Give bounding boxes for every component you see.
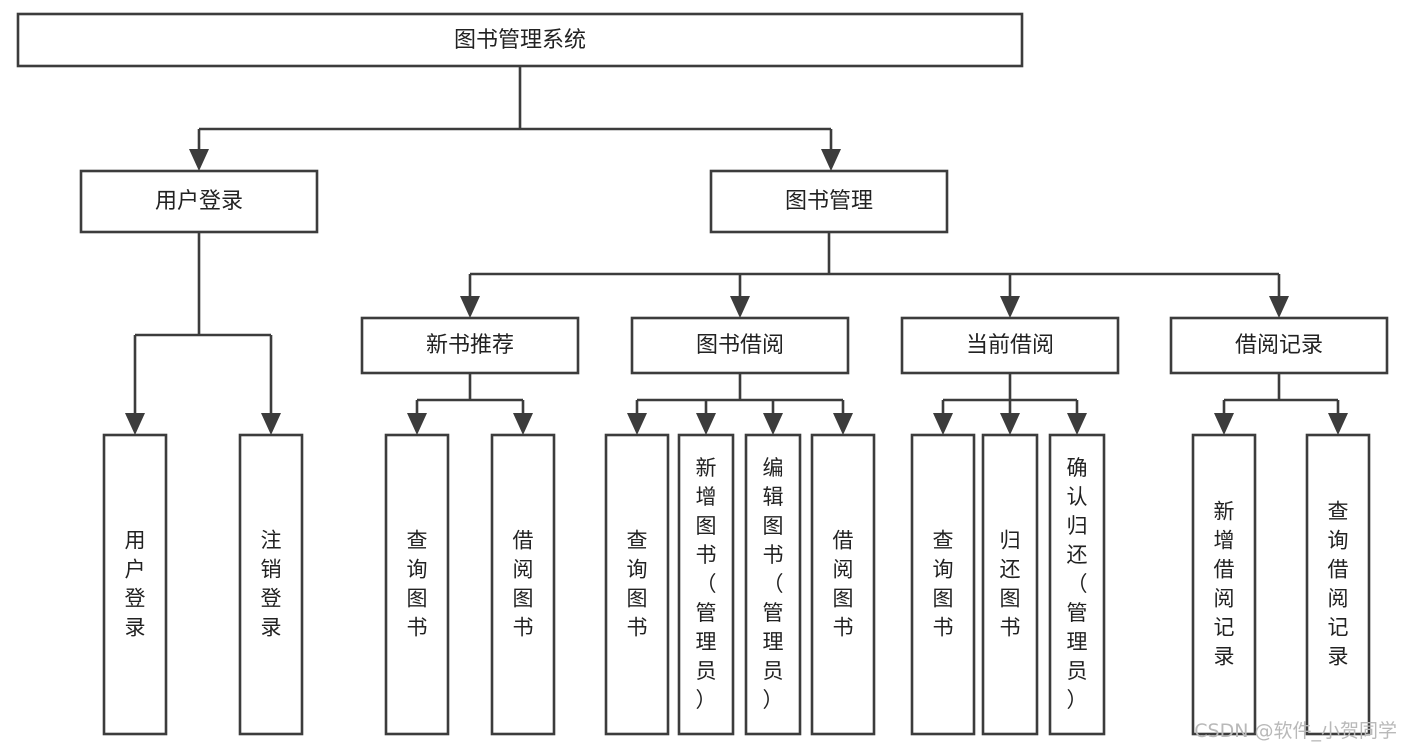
leaf-borrow-book-1-box[interactable] <box>490 433 556 736</box>
arrow-nbr-leaf-2 <box>513 413 533 435</box>
arrow-nbr-leaf-1 <box>407 413 427 435</box>
node-new-book-recommend-box[interactable] <box>360 316 580 375</box>
node-root-label: 图书管理系统 <box>454 28 586 53</box>
leaf-edit-book[interactable]: 编辑图书（管理员） <box>744 433 802 736</box>
leaf-add-book-box[interactable] <box>677 433 735 736</box>
node-book-management-label: 图书管理 <box>785 189 873 214</box>
leaf-query-book-3[interactable]: 查询图书 <box>910 433 976 736</box>
leaf-user-login-box[interactable] <box>102 433 168 736</box>
arrow-bb-leaf-1 <box>627 413 647 435</box>
leaf-return-book[interactable]: 归还图书 <box>981 433 1039 736</box>
leaf-borrow-book-1[interactable]: 借阅图书 <box>490 433 556 736</box>
node-book-borrow-label: 图书借阅 <box>696 333 784 358</box>
leaf-return-book-box[interactable] <box>981 433 1039 736</box>
arrow-user-login-leaf-2 <box>261 413 281 435</box>
arrow-user-login-leaf-1 <box>125 413 145 435</box>
node-current-borrow[interactable]: 当前借阅 <box>900 316 1120 375</box>
arrow-root-to-book-management <box>821 149 841 171</box>
leaf-borrow-book-1-label: 借阅图书 <box>513 529 534 640</box>
leaf-query-book-2-box[interactable] <box>604 433 670 736</box>
leaf-query-record[interactable]: 查询借阅记录 <box>1305 433 1371 736</box>
node-book-management[interactable]: 图书管理 <box>709 169 949 234</box>
arrow-bm-to-new-book-recommend <box>460 296 480 318</box>
leaf-logout-login-box[interactable] <box>238 433 304 736</box>
csdn-watermark: CSDN @软件_小贺同学 <box>1194 720 1397 742</box>
leaf-add-record[interactable]: 新增借阅记录 <box>1191 433 1257 736</box>
leaf-edit-book-label: 编辑图书（管理员） <box>763 456 784 712</box>
node-borrow-record[interactable]: 借阅记录 <box>1169 316 1389 375</box>
leaf-query-book-1[interactable]: 查询图书 <box>384 433 450 736</box>
leaf-user-login[interactable]: 用户登录 <box>102 433 168 736</box>
leaf-add-record-label: 新增借阅记录 <box>1214 500 1235 669</box>
leaf-confirm-return-label: 确认归还（管理员） <box>1067 456 1088 712</box>
leaf-query-record-label: 查询借阅记录 <box>1328 500 1349 669</box>
node-user-login-label: 用户登录 <box>155 189 243 214</box>
leaf-query-book-2[interactable]: 查询图书 <box>604 433 670 736</box>
node-current-borrow-label: 当前借阅 <box>966 333 1054 358</box>
arrow-cb-leaf-1 <box>933 413 953 435</box>
arrow-bm-to-current-borrow <box>1000 296 1020 318</box>
arrow-root-to-user-login <box>189 149 209 171</box>
leaf-user-login-label: 用户登录 <box>125 529 146 640</box>
leaf-borrow-book-2-box[interactable] <box>810 433 876 736</box>
leaf-query-book-3-label: 查询图书 <box>933 529 954 640</box>
node-book-management-box[interactable] <box>709 169 949 234</box>
leaf-confirm-return[interactable]: 确认归还（管理员） <box>1048 433 1106 736</box>
leaf-return-book-label: 归还图书 <box>1000 529 1021 640</box>
node-user-login[interactable]: 用户登录 <box>79 169 319 234</box>
arrow-cb-leaf-3 <box>1067 413 1087 435</box>
node-new-book-recommend-label: 新书推荐 <box>426 333 514 358</box>
leaf-edit-book-box[interactable] <box>744 433 802 736</box>
leaf-add-book[interactable]: 新增图书（管理员） <box>677 433 735 736</box>
arrow-br-leaf-2 <box>1328 413 1348 435</box>
arrow-bm-to-borrow-record <box>1269 296 1289 318</box>
leaf-query-book-3-box[interactable] <box>910 433 976 736</box>
node-root-box[interactable] <box>16 12 1024 68</box>
leaf-query-book-1-box[interactable] <box>384 433 450 736</box>
leaf-logout-login[interactable]: 注销登录 <box>238 433 304 736</box>
leaf-query-record-box[interactable] <box>1305 433 1371 736</box>
node-current-borrow-box[interactable] <box>900 316 1120 375</box>
arrow-bm-to-book-borrow <box>730 296 750 318</box>
node-user-login-box[interactable] <box>79 169 319 234</box>
arrow-cb-leaf-2 <box>1000 413 1020 435</box>
node-book-borrow[interactable]: 图书借阅 <box>630 316 850 375</box>
arrow-br-leaf-1 <box>1214 413 1234 435</box>
leaf-query-book-1-label: 查询图书 <box>407 529 428 640</box>
arrow-bb-leaf-4 <box>833 413 853 435</box>
leaf-confirm-return-box[interactable] <box>1048 433 1106 736</box>
node-root[interactable]: 图书管理系统 <box>16 12 1024 68</box>
arrow-bb-leaf-2 <box>696 413 716 435</box>
node-new-book-recommend[interactable]: 新书推荐 <box>360 316 580 375</box>
node-borrow-record-box[interactable] <box>1169 316 1389 375</box>
leaf-borrow-book-2-label: 借阅图书 <box>833 529 854 640</box>
node-book-borrow-box[interactable] <box>630 316 850 375</box>
edges-layer <box>125 66 1348 435</box>
arrow-bb-leaf-3 <box>763 413 783 435</box>
leaf-query-book-2-label: 查询图书 <box>627 529 648 640</box>
leaf-add-book-label: 新增图书（管理员） <box>696 456 717 712</box>
node-borrow-record-label: 借阅记录 <box>1235 333 1323 358</box>
leaf-borrow-book-2[interactable]: 借阅图书 <box>810 433 876 736</box>
leaf-logout-login-label: 注销登录 <box>261 529 282 640</box>
leaf-add-record-box[interactable] <box>1191 433 1257 736</box>
